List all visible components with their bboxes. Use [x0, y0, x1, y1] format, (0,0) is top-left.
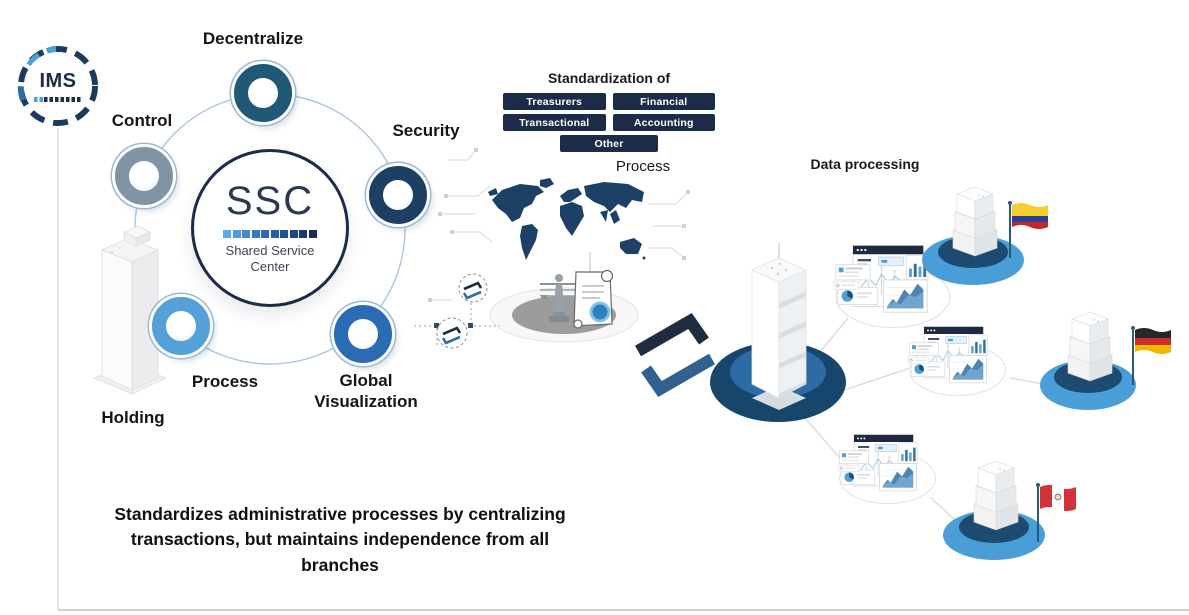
standardization-block: Standardization of Treasurers Financial …: [503, 70, 715, 175]
label-control: Control: [111, 111, 173, 130]
ssc-gradient-bar: [223, 229, 317, 238]
standardization-tags: Treasurers Financial Transactional Accou…: [503, 93, 715, 152]
ims-logo-underline: [34, 97, 82, 102]
ims-logo-text: IMS: [39, 70, 77, 92]
ims-underline-dark-segment: [44, 97, 82, 102]
central-tower: [710, 243, 846, 422]
ring-decentralize: [234, 64, 292, 122]
holding-tower-illustration: [93, 225, 167, 395]
data-processing-title: Data processing: [810, 156, 920, 172]
logo-mark-large: [635, 313, 715, 397]
tag-transactional: Transactional: [503, 114, 606, 131]
flag-germany-icon: [1131, 326, 1171, 385]
ssc-hub-circle: SSC Shared Service Center: [191, 149, 349, 307]
logo-mark-circles: [414, 273, 500, 349]
dashboard-cluster-2: [907, 326, 1007, 397]
label-global-visualization: Global Visualization: [314, 371, 418, 412]
ring-process: [152, 297, 210, 355]
tag-financial: Financial: [612, 93, 715, 110]
world-map: [488, 178, 646, 260]
justice-platform: [489, 269, 639, 343]
label-process: Process: [191, 372, 259, 391]
ssc-name: Shared Service Center: [226, 243, 315, 276]
ims-underline-light-segment: [34, 97, 44, 102]
label-holding: Holding: [101, 408, 165, 427]
label-decentralize: Decentralize: [202, 29, 304, 48]
caption-text: Standardizes administrative processes by…: [70, 502, 610, 578]
caption-line-3: branches: [301, 554, 379, 575]
tag-accounting: Accounting: [612, 114, 715, 131]
dashboard-cluster-3: [837, 434, 937, 505]
caption-line-2: transactions, but maintains independence…: [130, 529, 550, 550]
branch-peru: [943, 460, 1076, 560]
ring-global-visualization: [334, 305, 392, 363]
ims-dashed-ring: [17, 46, 98, 126]
branch-colombia: [922, 186, 1048, 285]
label-security: Security: [392, 121, 460, 140]
standardization-title: Standardization of: [547, 70, 671, 86]
flag-peru-icon: [1036, 483, 1076, 542]
standardization-footer: Process: [615, 158, 671, 175]
ring-security: [369, 166, 427, 224]
tag-treasurers: Treasurers: [503, 93, 606, 110]
ssc-name-line2: Center: [250, 259, 290, 274]
ssc-abbr: SSC: [225, 178, 315, 223]
circuit-lines: [428, 148, 690, 302]
ssc-name-line1: Shared Service: [225, 242, 315, 258]
branch-germany: [1040, 311, 1171, 410]
tag-other: Other: [560, 135, 658, 152]
ims-logo-badge: IMS: [16, 44, 100, 128]
baseline-rule: [57, 128, 1189, 611]
ring-control: [115, 147, 173, 205]
caption-line-1: Standardizes administrative processes by…: [114, 504, 566, 524]
